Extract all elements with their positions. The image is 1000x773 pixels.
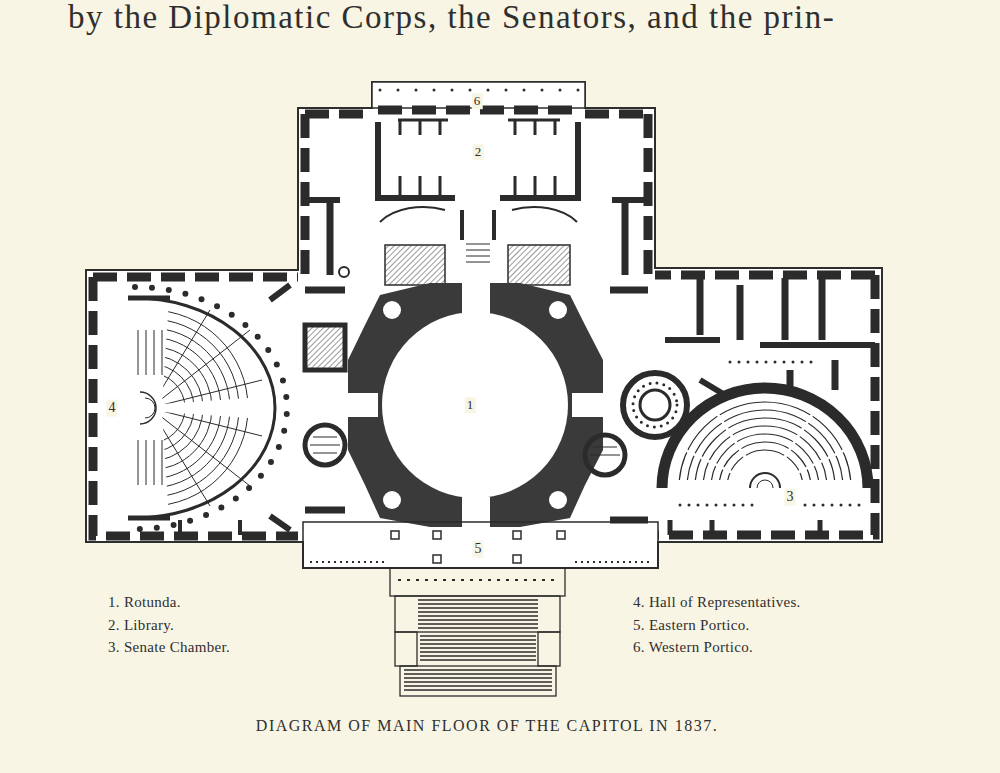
- key-entry: 3. Senate Chamber.: [108, 638, 230, 656]
- running-text: by the Diplomatic Corps, the Senators, a…: [68, 0, 835, 38]
- key-entry: 5. Eastern Portico.: [633, 616, 750, 634]
- callout-number: 6: [472, 93, 483, 109]
- callout-number: 1: [465, 397, 476, 413]
- key-entry: 4. Hall of Representatives.: [633, 593, 801, 611]
- key-entry: 6. Western Portico.: [633, 638, 753, 656]
- key-entry: 2. Library.: [108, 616, 174, 634]
- callout-number: 2: [473, 144, 484, 160]
- caption: DIAGRAM OF MAIN FLOOR OF THE CAPITOL IN …: [256, 716, 718, 735]
- key-entry: 1. Rotunda.: [108, 593, 181, 611]
- callout-number: 5: [473, 541, 484, 558]
- callout-number: 4: [107, 400, 118, 417]
- callout-number: 3: [785, 489, 796, 506]
